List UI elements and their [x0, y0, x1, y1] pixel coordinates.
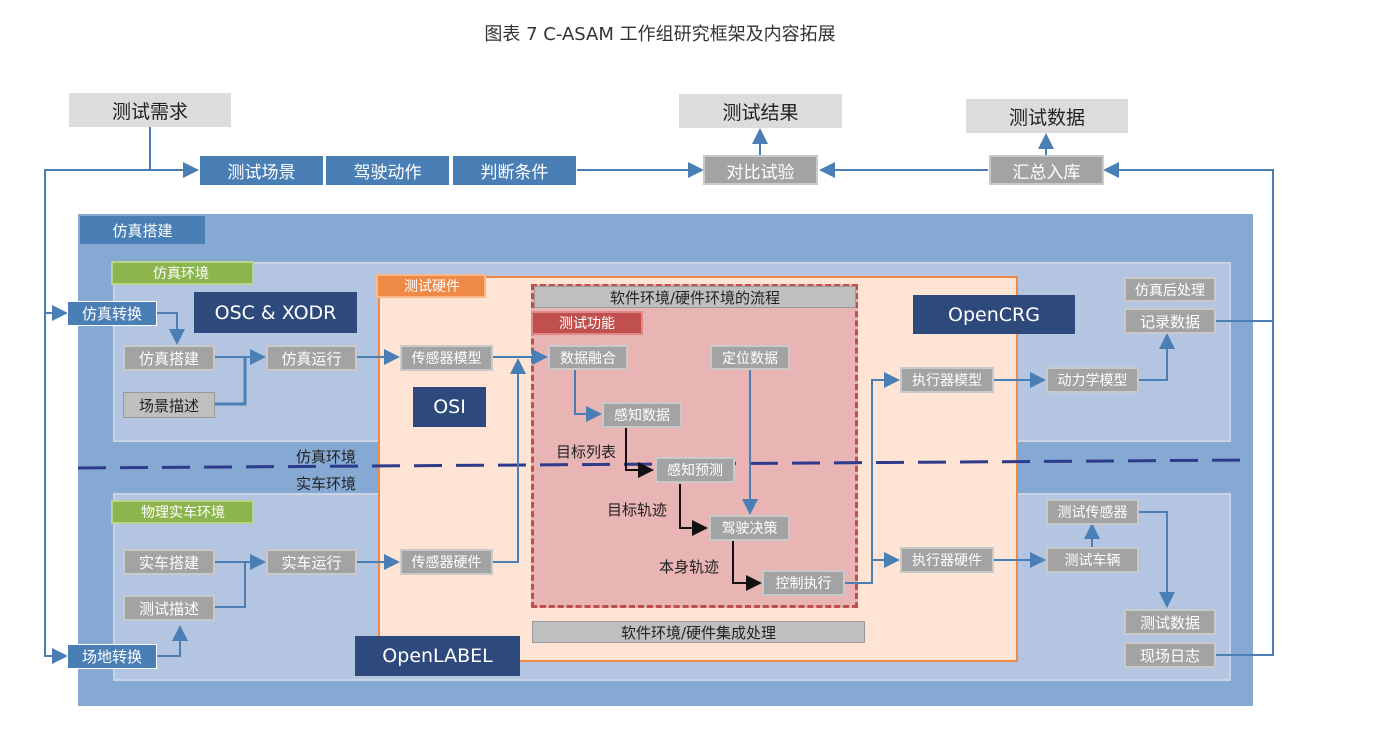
function-label: 测试功能: [531, 311, 643, 335]
figure-title: 图表 7 C-ASAM 工作组研究框架及内容拓展: [484, 24, 836, 45]
drive-decision-box: 驾驶决策: [709, 515, 790, 541]
sim-env-label: 仿真环境: [111, 261, 254, 285]
opencrg-box: OpenCRG: [913, 295, 1075, 334]
test-sensor-box: 测试传感器: [1046, 499, 1139, 525]
sensor-model-box: 传感器模型: [400, 345, 493, 371]
flow-title: 软件环境/硬件环境的流程: [534, 286, 856, 308]
openlabel-box: OpenLABEL: [355, 636, 520, 676]
hardware-label: 测试硬件: [376, 274, 486, 298]
integration-box: 软件环境/硬件集成处理: [532, 621, 865, 643]
perception-predict-box: 感知预测: [655, 457, 735, 483]
post-process-box: 仿真后处理: [1124, 277, 1216, 302]
sim-run-box: 仿真运行: [266, 345, 357, 371]
judge-condition-box: 判断条件: [452, 155, 577, 186]
test-vehicle-box: 测试车辆: [1046, 547, 1139, 573]
divider-line: [77, 458, 1253, 470]
sim-build-tab: 仿真搭建: [80, 216, 205, 244]
scene-desc-box: 场景描述: [123, 392, 215, 418]
drive-action-box: 驾驶动作: [325, 155, 450, 186]
control-exec-box: 控制执行: [762, 570, 845, 596]
test-result-box: 测试结果: [679, 94, 842, 128]
location-data-box: 定位数据: [710, 345, 790, 370]
real-env-label: 物理实车环境: [111, 500, 254, 524]
osc-xodr-box: OSC & XODR: [194, 292, 357, 333]
divider-lower-label: 实车环境: [296, 475, 357, 493]
sensor-hw-box: 传感器硬件: [400, 549, 493, 575]
data-fusion-box: 数据融合: [548, 345, 628, 370]
test-data-box: 测试数据: [1124, 609, 1216, 635]
self-track-text: 本身轨迹: [659, 558, 720, 576]
test-demand-box: 测试需求: [69, 93, 231, 127]
compare-test-box: 对比试验: [703, 155, 818, 185]
test-scene-box: 测试场景: [199, 155, 324, 186]
perception-data-box: 感知数据: [602, 402, 682, 428]
dynamics-model-box: 动力学模型: [1046, 367, 1139, 393]
summary-store-box: 汇总入库: [989, 155, 1104, 185]
divider-upper-label: 仿真环境: [296, 448, 357, 466]
record-data-box: 记录数据: [1124, 308, 1216, 334]
site-log-box: 现场日志: [1124, 642, 1216, 668]
target-list-text: 目标列表: [556, 443, 617, 461]
test-data-box-top: 测试数据: [966, 99, 1128, 133]
actuator-hw-box: 执行器硬件: [900, 547, 994, 573]
target-track-text: 目标轨迹: [607, 501, 668, 519]
osi-box: OSI: [413, 387, 486, 427]
site-convert-box: 场地转换: [67, 644, 157, 669]
test-desc-box: 测试描述: [123, 595, 215, 621]
real-build-box: 实车搭建: [123, 549, 215, 575]
sim-convert-box: 仿真转换: [67, 301, 157, 326]
actuator-model-box: 执行器模型: [900, 367, 994, 393]
sim-build-box: 仿真搭建: [123, 345, 215, 371]
real-run-box: 实车运行: [266, 549, 357, 575]
function-panel: [531, 284, 858, 608]
